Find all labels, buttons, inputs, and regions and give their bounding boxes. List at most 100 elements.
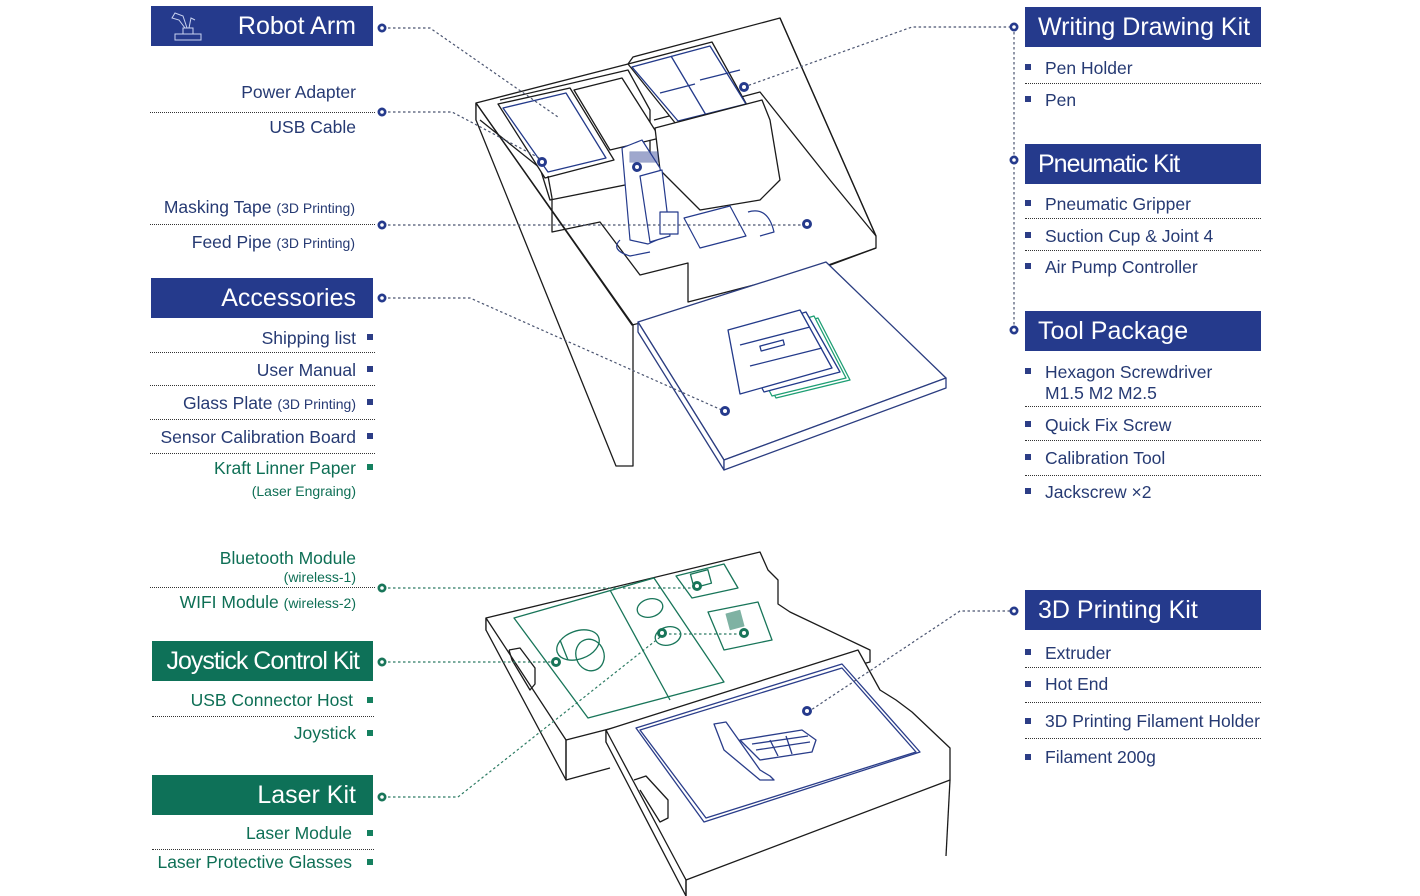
3d-printing-kit-title: 3D Printing Kit	[1038, 596, 1198, 624]
item-usb-connector-host: USB Connector Host	[190, 690, 353, 710]
robot-arm-icon	[171, 12, 202, 41]
item-pen: Pen	[1045, 90, 1077, 110]
3d-printing-kit-header: 3D Printing Kit	[1025, 590, 1261, 630]
item-laser-module: Laser Module	[245, 823, 352, 843]
separator	[150, 419, 375, 420]
item-extruder: Extruder	[1045, 643, 1112, 663]
laser-kit-header: Laser Kit	[152, 775, 373, 815]
item-shipping-list: Shipping list	[261, 328, 356, 348]
item-note: (Laser Engraing)	[251, 483, 356, 499]
pneumatic-kit-header: Pneumatic Kit	[1025, 144, 1261, 184]
item-hot-end: Hot End	[1045, 674, 1109, 694]
bullet-icon	[1025, 421, 1031, 427]
item-masking-tape: Masking Tape (3D Printing)	[163, 197, 355, 217]
bullet-icon	[1025, 96, 1031, 102]
bullet-icon	[1025, 232, 1031, 238]
bullet-icon	[367, 366, 373, 372]
bullet-icon	[1025, 64, 1031, 70]
robot-arm-package-box	[475, 17, 947, 471]
bullet-icon	[1025, 754, 1031, 760]
bullet-icon	[367, 399, 373, 405]
bullet-icon	[1025, 368, 1031, 374]
tool-package-header: Tool Package	[1025, 311, 1261, 351]
joystick-kit-header: Joystick Control Kit	[152, 641, 373, 681]
writing-kit-title: Writing Drawing Kit	[1038, 13, 1251, 41]
connector-robot-arm	[388, 27, 559, 118]
robot-arm-header: Robot Arm	[151, 6, 373, 46]
bullet-icon	[367, 433, 373, 439]
item-hexagon-screwdriver: Hexagon Screwdriver	[1045, 362, 1213, 382]
separator	[1025, 738, 1261, 739]
separator	[150, 112, 375, 113]
separator	[1025, 406, 1261, 407]
joystick-kit-title: Joystick Control Kit	[166, 647, 360, 675]
item-note: (3D Printing)	[276, 200, 355, 216]
item-wifi-module: WIFI Module (wireless-2)	[179, 592, 356, 612]
connector-3d-printing	[807, 610, 1010, 713]
accessory-kit-box	[485, 551, 871, 781]
bullet-icon	[1025, 454, 1031, 460]
bullet-icon	[367, 859, 373, 865]
item-kraft-linner-paper: Kraft Linner Paper	[213, 458, 356, 478]
item-note: (3D Printing)	[277, 396, 356, 412]
bullet-icon	[1025, 488, 1031, 494]
accessories-header: Accessories	[151, 278, 373, 318]
connector-cables	[388, 111, 544, 161]
separator	[1025, 667, 1261, 668]
bullet-icon	[367, 464, 373, 470]
item-sensor-calibration-board: Sensor Calibration Board	[160, 427, 356, 447]
item-user-manual: User Manual	[256, 360, 356, 380]
item-pneumatic-gripper: Pneumatic Gripper	[1045, 194, 1191, 214]
item-note: (wireless-1)	[283, 569, 356, 585]
writing-kit-header: Writing Drawing Kit	[1025, 7, 1261, 47]
3d-printing-kit-box	[605, 649, 951, 896]
item-feed-pipe: Feed Pipe (3D Printing)	[191, 232, 355, 252]
connector-accessories	[388, 297, 725, 412]
separator	[1025, 83, 1261, 84]
item-quick-fix-screw: Quick Fix Screw	[1045, 415, 1172, 435]
item-note: (3D Printing)	[276, 235, 355, 251]
tool-package-title: Tool Package	[1038, 317, 1189, 345]
separator	[1025, 475, 1261, 476]
item-glass-plate: Glass Plate (3D Printing)	[183, 393, 356, 413]
bullet-icon	[367, 830, 373, 836]
item-pen-holder: Pen Holder	[1045, 58, 1133, 78]
separator	[150, 587, 375, 588]
bullet-icon	[367, 334, 373, 340]
connector-laser	[388, 633, 665, 798]
item-air-pump-controller: Air Pump Controller	[1045, 257, 1198, 277]
separator	[1025, 218, 1261, 219]
robot-arm-title: Robot Arm	[237, 12, 356, 40]
bullet-icon	[1025, 681, 1031, 687]
item-bluetooth-module: Bluetooth Module	[219, 548, 356, 568]
pneumatic-kit-title: Pneumatic Kit	[1038, 150, 1180, 178]
item-joystick: Joystick	[293, 723, 356, 743]
bullet-icon	[1025, 200, 1031, 206]
separator	[150, 385, 375, 386]
bullet-icon	[1025, 718, 1031, 724]
bullet-icon	[1025, 649, 1031, 655]
laser-kit-title: Laser Kit	[257, 781, 356, 809]
separator	[152, 849, 374, 850]
item-hexagon-screwdriver-sizes: M1.5 M2 M2.5	[1045, 383, 1157, 403]
item-filament: Filament 200g	[1045, 747, 1156, 767]
separator	[1025, 440, 1261, 441]
separator	[150, 352, 375, 353]
item-calibration-tool: Calibration Tool	[1045, 448, 1166, 468]
separator	[150, 224, 375, 225]
item-suction-cup: Suction Cup & Joint 4	[1045, 226, 1214, 246]
bullet-icon	[367, 697, 373, 703]
separator	[1025, 250, 1261, 251]
item-laser-protective-glasses: Laser Protective Glasses	[157, 852, 352, 872]
bullet-icon	[367, 730, 373, 736]
separator	[1025, 702, 1261, 703]
item-note: (wireless-2)	[283, 595, 356, 611]
item-usb-cable: USB Cable	[269, 117, 356, 137]
separator	[152, 716, 374, 717]
separator	[150, 453, 375, 454]
accessories-title: Accessories	[221, 284, 356, 312]
item-jackscrew: Jackscrew ×2	[1045, 482, 1152, 502]
item-power-adapter: Power Adapter	[241, 82, 356, 102]
item-filament-holder: 3D Printing Filament Holder	[1045, 711, 1260, 731]
